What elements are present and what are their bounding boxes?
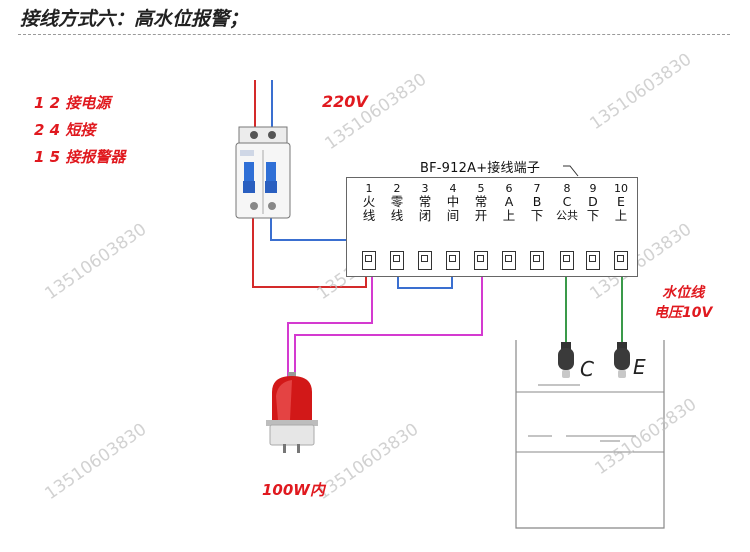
legend-item-short: 2 4 短接 (34, 121, 96, 139)
terminal-label: 上 (614, 208, 628, 223)
terminal-number: 6 (505, 182, 513, 195)
terminal-screw (446, 251, 460, 270)
terminal-screw (560, 251, 574, 270)
terminal-label: 线 (390, 208, 404, 223)
terminal-label: 闭 (418, 208, 432, 223)
watermark: 13510603830 (313, 419, 422, 504)
watermark: 13510603830 (321, 69, 430, 154)
terminal-screw (390, 251, 404, 270)
terminal-label: 开 (474, 208, 488, 223)
terminal-label: 间 (446, 208, 460, 223)
terminal-screw (614, 251, 628, 270)
terminal-label: 公共 (556, 209, 578, 222)
terminal-label: 火 (362, 194, 376, 209)
probe-c-label: C (580, 357, 594, 381)
terminal-label: 下 (586, 208, 600, 223)
probe-e (614, 342, 630, 378)
terminal-number: 7 (533, 182, 541, 195)
alarm-wire-5 (294, 263, 483, 378)
terminal-label: 中 (446, 194, 460, 209)
watermark: 13510603830 (41, 419, 150, 504)
terminal-label: 上 (502, 208, 516, 223)
terminal-number: 9 (589, 182, 597, 195)
terminal-block-title: BF-912A+接线端子 (420, 161, 541, 176)
terminal-number: 8 (563, 182, 571, 195)
legend-item-power: 1 2 接电源 (34, 94, 111, 112)
watermark: 13510603830 (41, 219, 150, 304)
terminal-label: A (504, 194, 514, 209)
water-level-line1: 水位线 (662, 285, 705, 301)
terminal-number: 4 (449, 182, 457, 195)
water-tank (515, 340, 665, 529)
legend-item-alarm: 1 5 接报警器 (34, 148, 126, 166)
water-level-line2: 电压10V (654, 305, 713, 321)
terminal-screw (586, 251, 600, 270)
probe-c (558, 342, 574, 378)
terminal-label: D (588, 194, 598, 209)
terminal-screw (502, 251, 516, 270)
terminal-screw (474, 251, 488, 270)
terminal-label: 零 (390, 194, 404, 209)
terminal-number: 1 (365, 182, 373, 195)
terminal-number: 5 (477, 182, 485, 195)
terminal-number: 3 (421, 182, 429, 195)
page-title: 接线方式六：高水位报警； (20, 8, 249, 30)
terminal-label: 常 (474, 194, 488, 209)
title-divider (18, 34, 730, 35)
terminal-label: 线 (362, 208, 376, 223)
watermark: 13510603830 (591, 394, 700, 479)
alarm-power-label: 100W内 (262, 481, 325, 499)
water-level-label: 水位线 电压10V (654, 283, 712, 323)
terminal-screw (418, 251, 432, 270)
terminal-label: B (532, 194, 542, 209)
alarm-wire-1 (287, 263, 373, 378)
terminal-label: C (562, 194, 572, 209)
terminal-number: 2 (393, 182, 401, 195)
terminal-label: 下 (530, 208, 544, 223)
circuit-breaker (235, 126, 291, 219)
terminal-label: E (617, 194, 625, 209)
alarm-beacon (266, 372, 318, 453)
probe-e-label: E (633, 355, 646, 379)
terminal-screw (530, 251, 544, 270)
voltage-label: 220V (322, 92, 368, 111)
terminal-label: 常 (418, 194, 432, 209)
terminal-number: 10 (614, 182, 628, 195)
watermark: 13510603830 (586, 49, 695, 134)
terminal-screw (362, 251, 376, 270)
